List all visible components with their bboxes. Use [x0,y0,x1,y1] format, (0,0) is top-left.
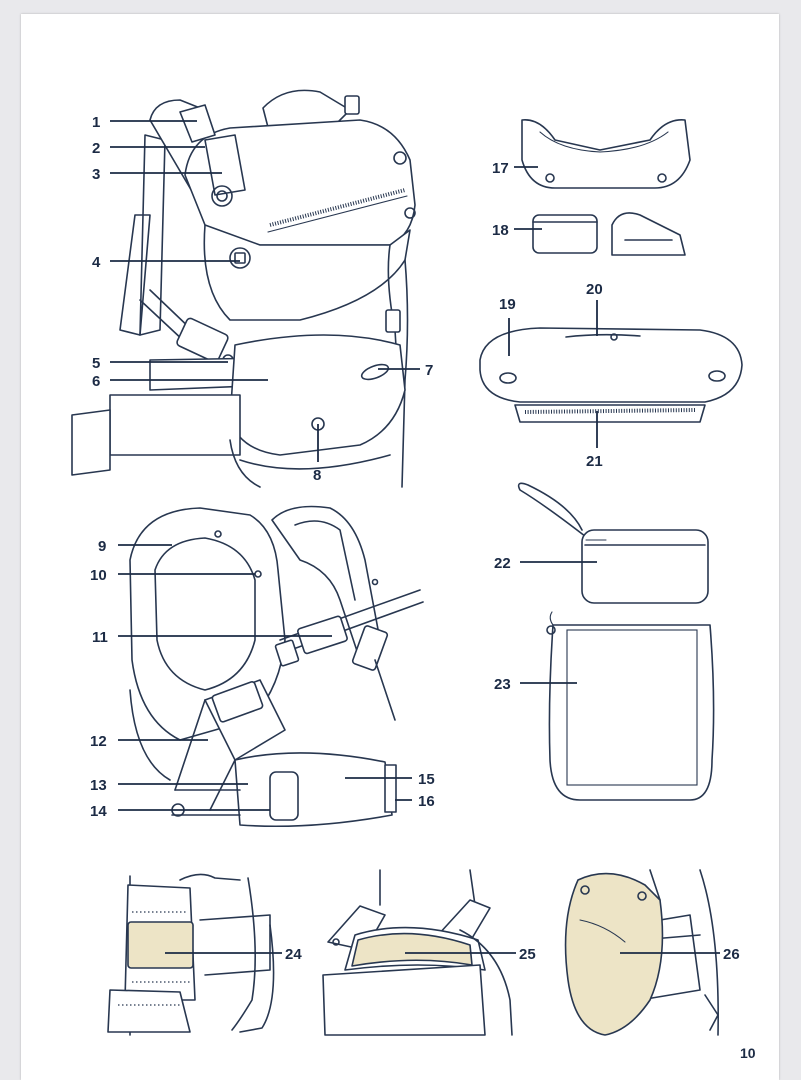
callout-label-12: 12 [90,733,107,750]
callout-7: 7 [378,362,433,379]
callout-label-3: 3 [92,166,100,183]
callout-label-20: 20 [586,281,603,298]
callout-label-16: 16 [418,793,435,810]
callout-label-13: 13 [90,777,107,794]
callout-19: 19 [499,296,516,356]
usage-illustration-3 [564,869,719,1036]
callout-24: 24 [165,946,302,963]
callout-label-8: 8 [313,467,321,484]
callout-label-17: 17 [492,160,509,177]
callout-23: 23 [494,676,577,693]
storage-bag-illustration [546,611,715,801]
callout-label-10: 10 [90,567,107,584]
callout-10: 10 [90,567,255,584]
pads-illustration [532,212,686,256]
callout-label-4: 4 [92,254,101,271]
callout-label-2: 2 [92,140,100,157]
callouts: 1 2 3 4 5 6 7 8 [90,114,740,963]
callout-label-19: 19 [499,296,516,313]
callout-label-11: 11 [92,629,108,646]
callout-5: 5 [92,355,228,372]
callout-8: 8 [313,424,321,484]
page-number: 10 [740,1045,756,1061]
callout-label-15: 15 [418,771,435,788]
callout-label-7: 7 [425,362,433,379]
hood-pocket-illustration [479,327,743,423]
usage-illustration-1 [107,873,275,1036]
callout-label-22: 22 [494,555,511,572]
callout-6: 6 [92,373,268,390]
callout-9: 9 [98,538,172,555]
callout-label-21: 21 [586,453,603,470]
callout-label-18: 18 [492,222,509,239]
callout-label-25: 25 [519,946,536,963]
manual-page: 1 2 3 4 5 6 7 8 [21,14,779,1080]
callout-25: 25 [405,946,536,963]
callout-4: 4 [92,254,240,271]
callout-22: 22 [494,555,597,572]
carrier-rear-illustration [129,505,424,828]
parts-diagram: 1 2 3 4 5 6 7 8 [71,89,756,1061]
callout-label-6: 6 [92,373,100,390]
callout-21: 21 [586,411,603,470]
usage-illustration-2 [322,869,513,1036]
callout-18: 18 [492,222,542,239]
headrest-illustration [521,119,691,189]
callout-14: 14 [90,803,270,820]
callout-15: 15 [345,771,435,788]
callout-26: 26 [620,946,740,963]
callout-label-14: 14 [90,803,107,820]
pouch-illustration [517,482,709,604]
callout-17: 17 [492,160,538,177]
carrier-front-illustration [71,89,416,488]
callout-label-23: 23 [494,676,511,693]
callout-13: 13 [90,777,248,794]
callout-1: 1 [92,114,197,131]
callout-label-26: 26 [723,946,740,963]
callout-2: 2 [92,140,205,157]
callout-label-9: 9 [98,538,106,555]
callout-11: 11 [92,629,332,646]
callout-label-1: 1 [92,114,100,131]
callout-16: 16 [395,793,435,810]
callout-label-24: 24 [285,946,302,963]
callout-label-5: 5 [92,355,100,372]
callout-12: 12 [90,733,208,750]
callout-20: 20 [586,281,603,336]
callout-3: 3 [92,166,222,183]
